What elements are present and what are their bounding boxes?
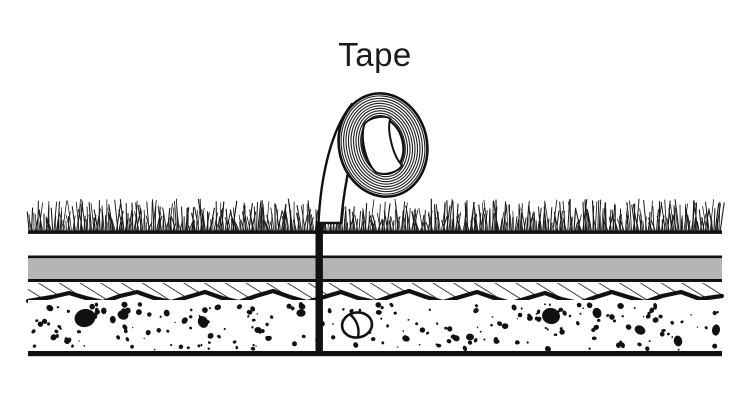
layer-soil (28, 300, 722, 354)
grass-baseline (28, 230, 722, 234)
layer-gray-band (28, 255, 722, 282)
layer-white-gap (28, 234, 722, 257)
base-line (28, 351, 722, 357)
anchor-post (315, 221, 323, 354)
soil-pebbles (74, 307, 721, 347)
page-title: Tape (338, 36, 412, 73)
layer-grass (26, 198, 725, 234)
stone-outline (340, 311, 374, 339)
tape-roll (337, 92, 429, 198)
